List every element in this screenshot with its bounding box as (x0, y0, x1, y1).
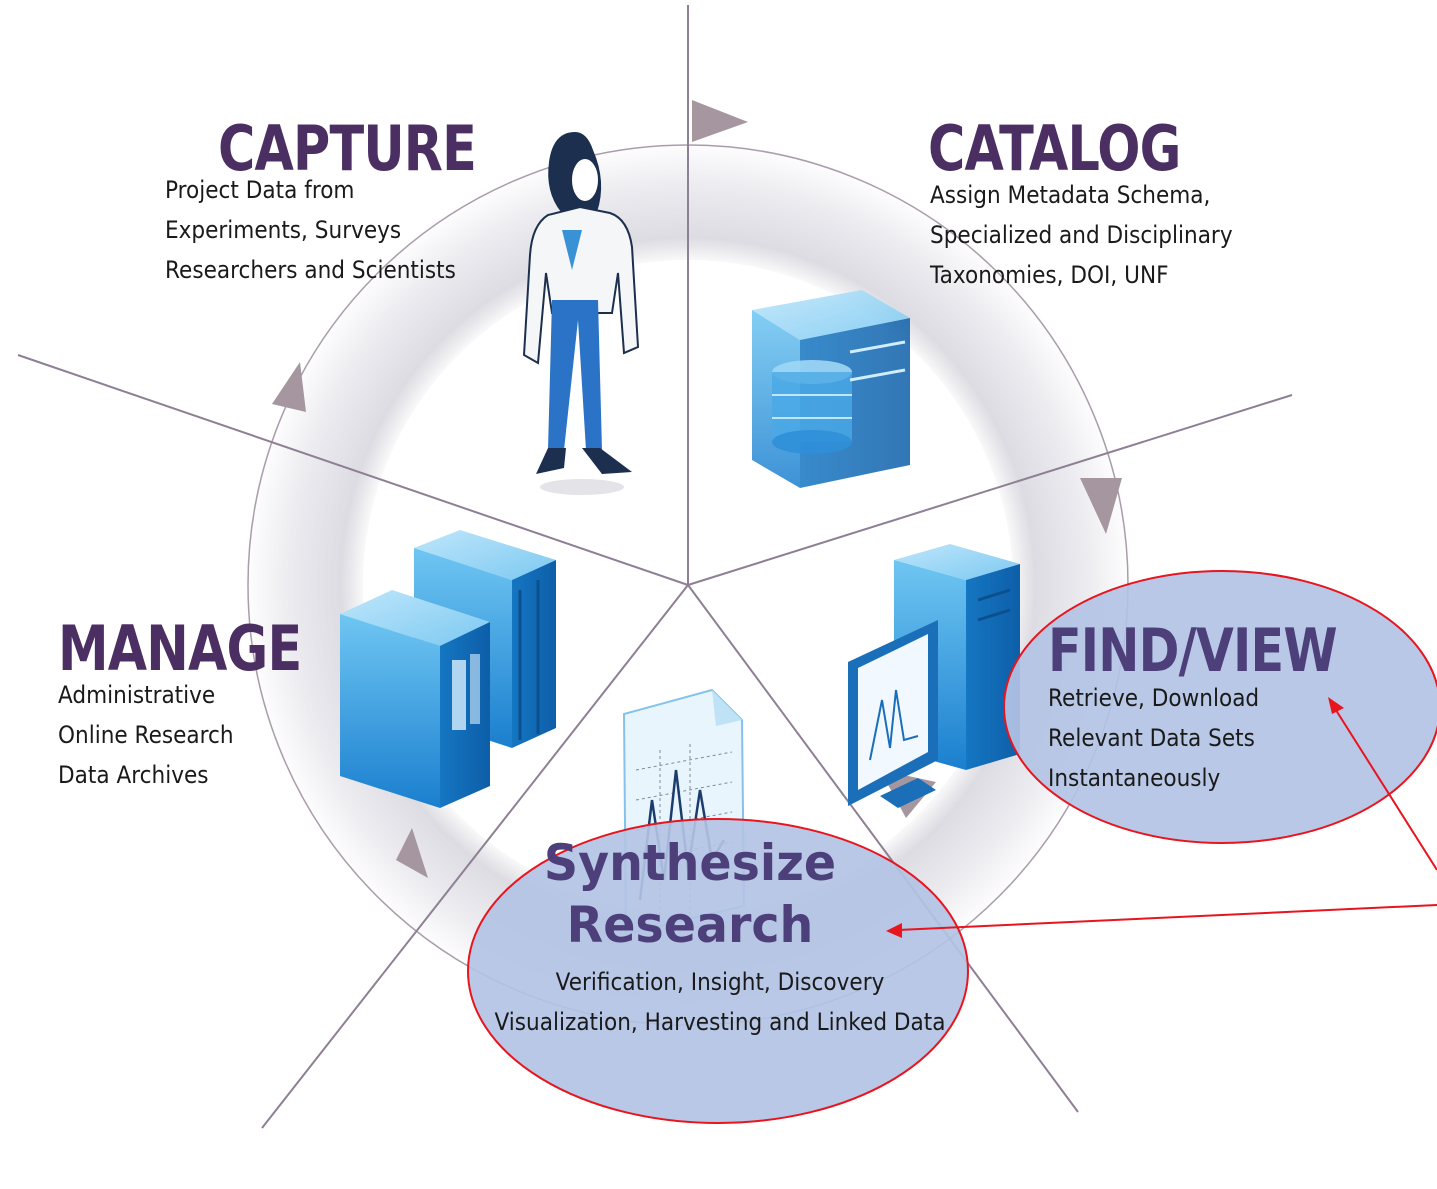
spoke-left (17, 354, 689, 586)
findview-highlight-ellipse (1003, 570, 1437, 844)
capture-description: Project Data from Experiments, Surveys R… (165, 170, 456, 290)
spoke-right (687, 394, 1293, 586)
findview-line-3: Instantaneously (1048, 764, 1221, 792)
spokes (17, 5, 1293, 1129)
manage-line-2: Online Research (58, 721, 234, 749)
synthesize-description: Verification, Insight, Discovery Visuali… (432, 962, 1008, 1042)
catalog-description: Assign Metadata Schema, Specialized and … (930, 175, 1233, 295)
spoke-lower-right (687, 584, 1079, 1113)
spoke-lower-left (261, 584, 689, 1129)
capture-title: CAPTURE (218, 112, 477, 185)
synthesize-title-line-1: Synthesize (543, 834, 837, 892)
arrowhead-right (1080, 478, 1122, 534)
arrowhead-top (692, 100, 748, 142)
capture-line-1: Project Data from (165, 176, 355, 204)
capture-line-2: Experiments, Surveys (165, 216, 402, 244)
arrow-to-findview (1333, 706, 1437, 871)
synthesize-line-2: Visualization, Harvesting and Linked Dat… (494, 1008, 946, 1036)
researcher-person-icon (522, 132, 640, 495)
capture-line-3: Researchers and Scientists (165, 256, 456, 284)
synthesize-title: Synthesize Research (491, 832, 890, 956)
arrowhead-synthesize (886, 923, 902, 938)
arrowhead-left (272, 362, 306, 412)
server-archive-icon (340, 530, 556, 808)
findview-title: FIND/VIEW (1048, 616, 1338, 686)
findview-description: Retrieve, Download Relevant Data Sets In… (1048, 678, 1259, 798)
catalog-line-1: Assign Metadata Schema, (930, 181, 1211, 209)
computer-monitor-chart-icon (848, 544, 1020, 808)
arrow-to-synthesize (897, 904, 1437, 931)
synthesize-title-line-2: Research (566, 896, 814, 954)
manage-description: Administrative Online Research Data Arch… (58, 675, 234, 795)
arrowhead-findview (1328, 697, 1344, 714)
manage-line-1: Administrative (58, 681, 216, 709)
catalog-title: CATALOG (928, 112, 1181, 185)
synthesize-line-1: Verification, Insight, Discovery (555, 968, 885, 996)
manage-line-3: Data Archives (58, 761, 209, 789)
synthesize-highlight-ellipse (467, 818, 969, 1124)
findview-line-1: Retrieve, Download (1048, 684, 1260, 712)
catalog-line-2: Specialized and Disciplinary (930, 221, 1233, 249)
catalog-line-3: Taxonomies, DOI, UNF (930, 261, 1169, 289)
annotation-arrows (886, 697, 1437, 938)
arrowhead-lower-left (396, 828, 428, 878)
findview-line-2: Relevant Data Sets (1048, 724, 1255, 752)
manage-title: MANAGE (58, 612, 302, 685)
database-cube-icon (752, 290, 910, 488)
